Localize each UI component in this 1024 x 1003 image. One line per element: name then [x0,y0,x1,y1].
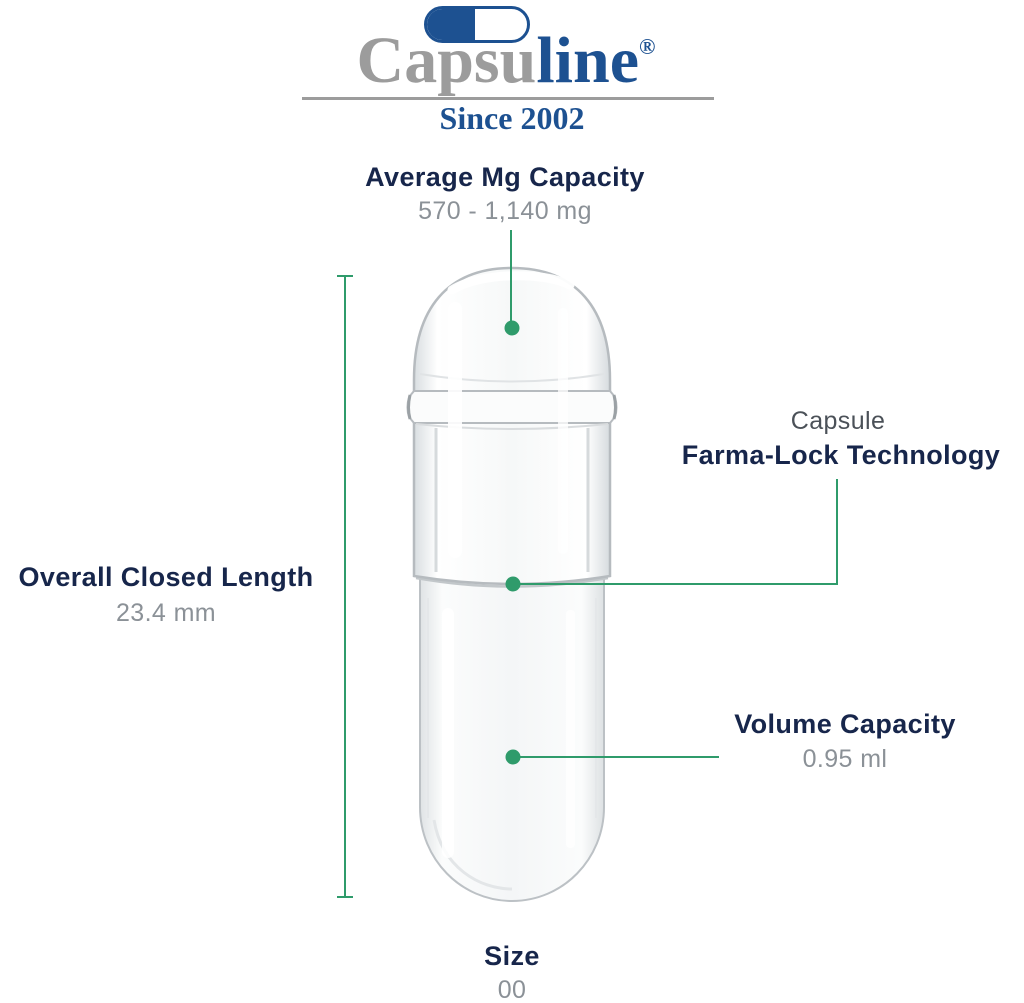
closed-length-title: Overall Closed Length [18,562,314,592]
wordmark-blue: line [536,24,640,97]
length-measure-line [344,276,346,898]
farma-lock-label-bold: Farma-Lock Technology [681,440,1001,470]
avg-capacity-pointer-dot [504,320,520,336]
avg-capacity-pointer-line [510,230,512,324]
farma-lock-label-light: Capsule [790,407,886,435]
wordmark: Capsuline® [357,28,656,94]
closed-length-value: 23.4 mm [115,599,217,627]
capsule-svg [406,266,618,903]
volume-capacity-title: Volume Capacity [734,709,956,739]
pill-icon [424,6,530,43]
brand-logo: Capsuline® Since 2002 [0,0,1024,140]
size-title: Size [484,941,540,971]
avg-capacity-title: Average Mg Capacity [365,162,645,192]
avg-capacity-value: 570 - 1,140 mg [418,197,592,225]
pill-icon-left-half [427,9,475,40]
length-measure-cap-top [337,275,353,277]
volume-pointer-dot [505,749,521,765]
pill-icon-gap [475,9,479,40]
registered-mark: ® [639,34,656,59]
capsule-illustration [390,258,634,910]
farma-lock-pointer-horizontal [519,583,838,585]
farma-lock-pointer-dot [505,576,521,592]
size-value: 00 [497,976,527,1003]
farma-lock-pointer-vertical [836,479,838,585]
volume-pointer-line [519,756,719,758]
wordmark-gray: Capsu [356,24,537,97]
logo-tagline: Since 2002 [439,100,585,136]
length-measure-cap-bottom [337,896,353,898]
volume-capacity-value: 0.95 ml [802,745,888,773]
logo-rule [302,97,714,100]
